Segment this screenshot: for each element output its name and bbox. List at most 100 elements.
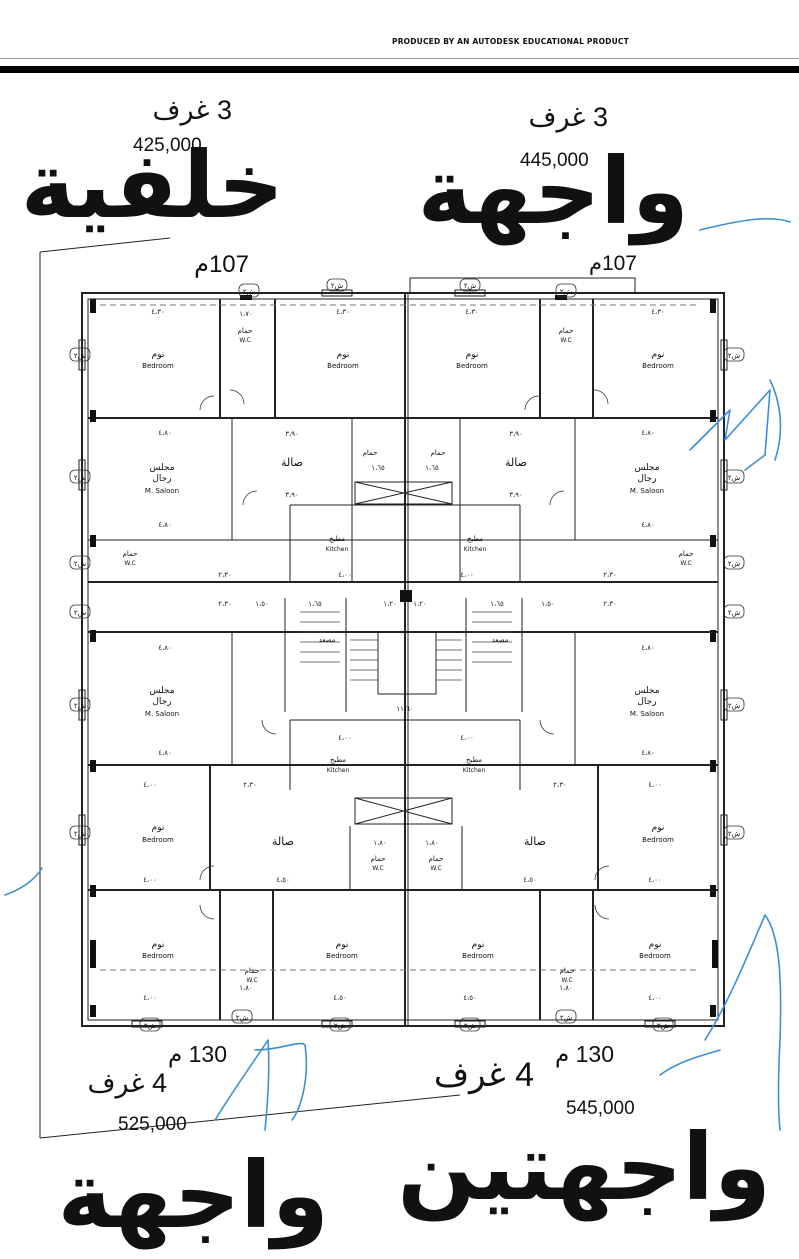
label-bath-ar: حمام [429,855,444,863]
dim-label: ٤،٨٠ [641,749,655,757]
label-bedroom-en: Bedroom [639,952,671,960]
label-bedroom-en: Bedroom [456,362,488,370]
blue-annotation-strokes [4,217,791,1131]
dim-label: ٤،٨٠ [158,429,172,437]
label-bath-en: W.C [246,977,257,984]
dim-label: ٢،٣٠ [553,781,567,789]
dim-label: ٤،٨٠ [158,644,172,652]
header-thin-rule [0,58,799,59]
unit-bl-price: 525,000 [118,1114,187,1135]
label-bath-en: W.C [561,977,572,984]
label-bath-ar: حمام [371,855,386,863]
dim-label: ١،٦٥ [371,464,385,472]
label-bedroom-ar: نوم [152,823,165,833]
shaft-tag: ش٢ [728,352,740,360]
label-bedroom-ar: نوم [466,350,479,360]
label-hall: صالة [524,835,546,848]
label-bedroom-en: Bedroom [327,362,359,370]
dim-label: ٤،٣٠ [651,308,665,316]
dim-label: ١١،٦٠ [396,705,413,713]
label-bedroom-ar: نوم [337,350,350,360]
label-saloon-ar2: رجال [152,474,171,484]
label-bath-en: W.C [680,560,691,567]
label-bedroom-en: Bedroom [642,836,674,844]
unit-tl-price: 425,000 [133,135,202,156]
label-saloon-ar1: مجلس [149,686,174,696]
dim-label: ٤،٠٠ [648,781,662,789]
dim-label: ٤،٣٠ [465,308,479,316]
label-hall: صالة [281,456,303,469]
label-hall: صالة [505,456,527,469]
dim-label: ٢،٣٠ [603,571,617,579]
shaft-tag: ش٢ [728,474,740,482]
autodesk-watermark: PRODUCED BY AN AUTODESK EDUCATIONAL PROD… [392,37,629,46]
label-bath-ar: حمام [245,967,260,975]
dim-label: ٤،٠٠ [460,571,474,579]
dim-label: ٤،٥٠ [463,994,477,1002]
label-elevator: مصعد [319,636,336,644]
dim-label: ٤،٠٠ [338,734,352,742]
unit-bl-rooms: 4 غرف [87,1068,167,1098]
dim-label: ٣،٩٠ [509,491,523,499]
dim-label: ٤،٠٠ [648,994,662,1002]
dim-label: ١،٥٠ [541,600,555,608]
unit-br-area: 130 م [554,1041,614,1067]
unit-bl-facade: واجهة [57,1142,329,1249]
dim-label: ٤،٨٠ [641,521,655,529]
label-bath-ar: حمام [431,449,446,457]
label-bedroom-ar: نوم [472,940,485,950]
shaft-tag: ش٢ [657,1022,669,1030]
dim-label: ١،٨٠ [559,984,573,992]
dim-label: ٤،٠٠ [143,876,157,884]
dim-label: ١،٨٠ [373,839,387,847]
label-kitchen-en: Kitchen [463,767,486,774]
dim-label: ٤،٥٠ [333,994,347,1002]
dim-label: ١،٧٠ [239,310,253,318]
unit-br-rooms: 4 غرف [433,1056,534,1094]
dim-label: ٢،٣٠ [218,571,232,579]
dim-label: ٤،٣٠ [336,308,350,316]
dim-label: ٤،٠٠ [648,876,662,884]
shaft-tag: ش٢ [728,702,740,710]
unit-tr-facade: واجهة [417,138,689,245]
dim-label: ٤،٠٠ [143,994,157,1002]
dim-label: ٣،٩٠ [285,430,299,438]
dim-label: ١،٦٥ [490,600,504,608]
label-saloon-en: M. Saloon [145,487,179,495]
label-bath-en: W.C [560,337,571,344]
unit-tr-area: 107م [588,252,637,275]
label-bedroom-ar: نوم [152,350,165,360]
shaft-tag: ش٢ [74,830,86,838]
label-kitchen-en: Kitchen [326,546,349,553]
dim-label: ٤،٨٠ [158,521,172,529]
label-kitchen-en: Kitchen [464,546,487,553]
header-thick-rule [0,66,799,73]
label-bath-ar: حمام [123,550,138,558]
label-bedroom-en: Bedroom [642,362,674,370]
label-kitchen-en: Kitchen [327,767,350,774]
label-bath-en: W.C [372,865,383,872]
dim-label: ١،٢٠ [383,600,397,608]
dim-label: ١،٨٠ [425,839,439,847]
label-bedroom-en: Bedroom [142,952,174,960]
dim-label: ٣،٩٠ [509,430,523,438]
label-bedroom-ar: نوم [152,940,165,950]
label-hall: صالة [272,835,294,848]
shaft-tag: ش٢ [144,1022,156,1030]
shaft-tag: ش٢ [728,609,740,617]
dim-label: ١،٦٥ [425,464,439,472]
dim-label: ٤،٨٠ [641,429,655,437]
label-bedroom-en: Bedroom [462,952,494,960]
dim-label: ٤،٥٠ [523,876,537,884]
shaft-tag: ش٢ [728,560,740,568]
shaft-tag: ش٢ [74,352,86,360]
label-bedroom-en: Bedroom [142,836,174,844]
label-saloon-en: M. Saloon [145,710,179,718]
dim-label: ١،٨٠ [239,984,253,992]
dim-label: ٤،٠٠ [338,571,352,579]
label-bedroom-ar: نوم [652,350,665,360]
dim-label: ١،٦٥ [308,600,322,608]
label-bedroom-en: Bedroom [326,952,358,960]
label-bedroom-en: Bedroom [142,362,174,370]
